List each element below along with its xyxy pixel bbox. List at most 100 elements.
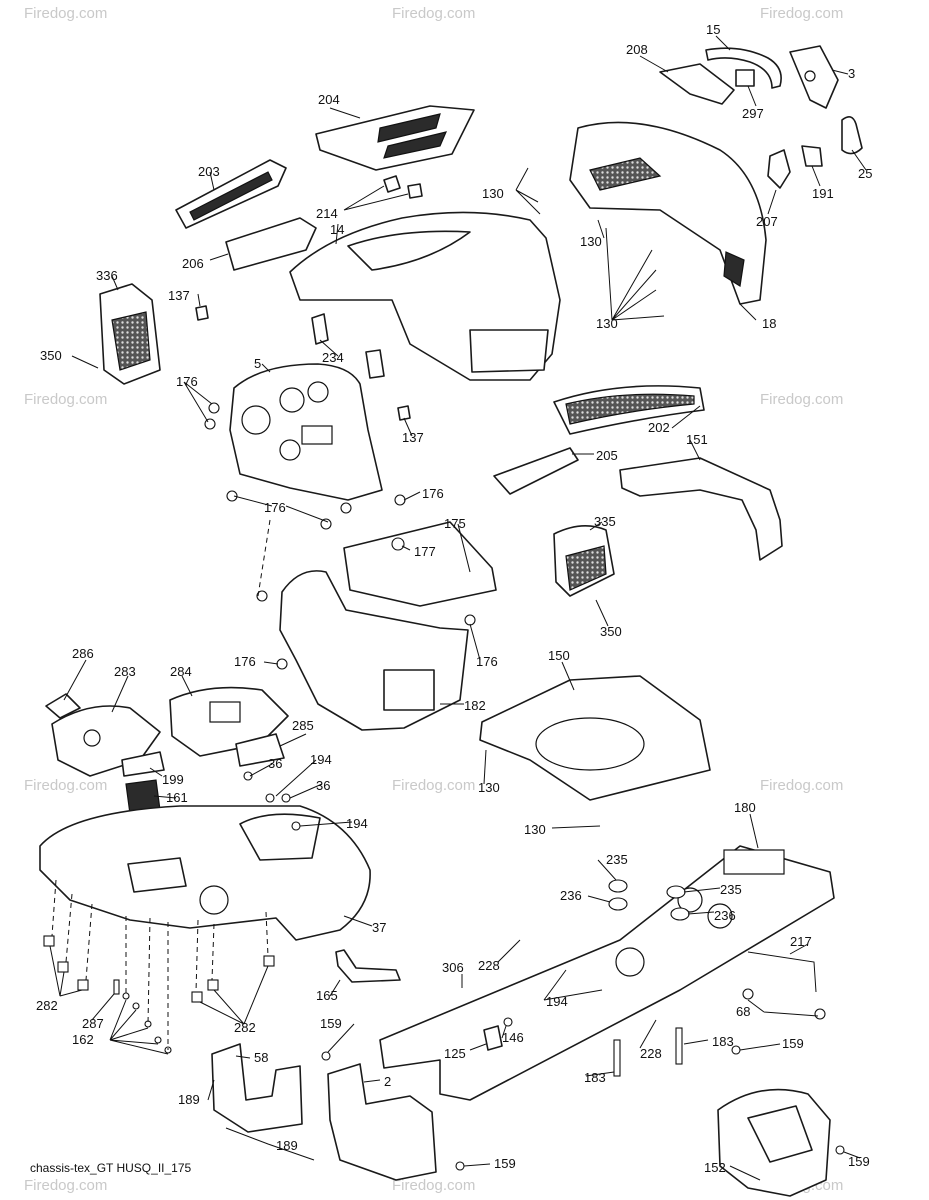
part-235-spacer [666, 885, 686, 899]
part-282-clip [57, 961, 69, 973]
label-235: 235 [720, 882, 742, 897]
label-14: 14 [330, 222, 344, 237]
part-205-strip [493, 447, 579, 495]
label-176: 176 [264, 500, 286, 515]
part-146-bolt [503, 1017, 513, 1027]
part-183-bolt [675, 1027, 683, 1065]
part-shapes [39, 45, 863, 1197]
label-306: 306 [442, 960, 464, 975]
label-228: 228 [640, 1046, 662, 1061]
label-207: 207 [756, 214, 778, 229]
label-151: 151 [686, 432, 708, 447]
label-176: 176 [234, 654, 256, 669]
part-151-bracket [619, 457, 783, 561]
label-130: 130 [478, 780, 500, 795]
label-159: 159 [848, 1154, 870, 1169]
label-159: 159 [320, 1016, 342, 1031]
part-37-fender-pan [39, 805, 371, 941]
label-236: 236 [560, 888, 582, 903]
label-5: 5 [254, 356, 261, 371]
watermark: Firedog.com [24, 1177, 107, 1194]
label-152: 152 [704, 1160, 726, 1175]
leader-lines [49, 35, 867, 1181]
label-161: 161 [166, 790, 188, 805]
label-130: 130 [482, 186, 504, 201]
label-189: 189 [178, 1092, 200, 1107]
part-176-grommet [276, 658, 288, 670]
label-236: 236 [714, 908, 736, 923]
part-183-bolt [613, 1039, 621, 1077]
label-130: 130 [580, 234, 602, 249]
part-234-plate [365, 349, 385, 379]
label-194: 194 [546, 994, 568, 1009]
part-159-bolt [835, 1145, 845, 1155]
label-176: 176 [176, 374, 198, 389]
label-335: 335 [594, 514, 616, 529]
part-137-clip [397, 405, 411, 421]
label-214: 214 [316, 206, 338, 221]
part-217-rod [747, 951, 817, 993]
watermark: Firedog.com [392, 777, 475, 794]
part-282-clip [77, 979, 89, 991]
label-217: 217 [790, 934, 812, 949]
label-130: 130 [524, 822, 546, 837]
part-282-clip [43, 935, 55, 947]
part-162-screw [154, 1036, 162, 1044]
watermark: Firedog.com [760, 391, 843, 408]
label-287: 287 [82, 1016, 104, 1031]
part-282-clip [207, 979, 219, 991]
part-137-clip [195, 305, 209, 321]
part-208-bracket [659, 63, 735, 105]
part-159-bolt [321, 1051, 331, 1061]
label-165: 165 [316, 988, 338, 1003]
label-130: 130 [596, 316, 618, 331]
label-194: 194 [346, 816, 368, 831]
label-25: 25 [858, 166, 872, 181]
label-183: 183 [712, 1034, 734, 1049]
label-125: 125 [444, 1046, 466, 1061]
part-162-screw [122, 992, 130, 1000]
watermark: Firedog.com [760, 5, 843, 22]
part-176-grommet [226, 490, 238, 502]
label-3: 3 [848, 66, 855, 81]
callout-labels: 15 208 3 297 25 191 207 204 203 214 14 2… [36, 22, 872, 1175]
part-162-screw [132, 1002, 140, 1010]
watermark: Firedog.com [760, 777, 843, 794]
label-176: 176 [422, 486, 444, 501]
part-297-clip [735, 69, 755, 87]
label-191: 191 [812, 186, 834, 201]
label-175: 175 [444, 516, 466, 531]
label-37: 37 [372, 920, 386, 935]
label-206: 206 [182, 256, 204, 271]
part-176-grommet [208, 402, 220, 414]
label-159: 159 [782, 1036, 804, 1051]
part-176-grommet [204, 418, 216, 430]
diagram-caption: chassis-tex_GT HUSQ_II_175 [30, 1161, 192, 1175]
part-176-grommet [340, 502, 352, 514]
part-175-mount-plate [343, 521, 497, 607]
part-236-spacer [608, 897, 628, 911]
label-15: 15 [706, 22, 720, 37]
label-350: 350 [600, 624, 622, 639]
alignment-lines [51, 519, 271, 1050]
label-194: 194 [310, 752, 332, 767]
part-214-clip [383, 175, 401, 193]
part-207-mount [767, 149, 791, 189]
label-282: 282 [36, 998, 58, 1013]
label-235: 235 [606, 852, 628, 867]
watermark: Firedog.com [24, 777, 107, 794]
label-189: 189 [276, 1138, 298, 1153]
label-282: 282 [234, 1020, 256, 1035]
label-202: 202 [648, 420, 670, 435]
label-286: 286 [72, 646, 94, 661]
watermark: Firedog.com [24, 391, 107, 408]
part-125-block [483, 1025, 503, 1051]
label-208: 208 [626, 42, 648, 57]
label-234: 234 [322, 350, 344, 365]
part-286-cap [45, 693, 81, 719]
part-68-bolt [742, 988, 754, 1000]
part-176-grommet [464, 614, 476, 626]
label-284: 284 [170, 664, 192, 679]
